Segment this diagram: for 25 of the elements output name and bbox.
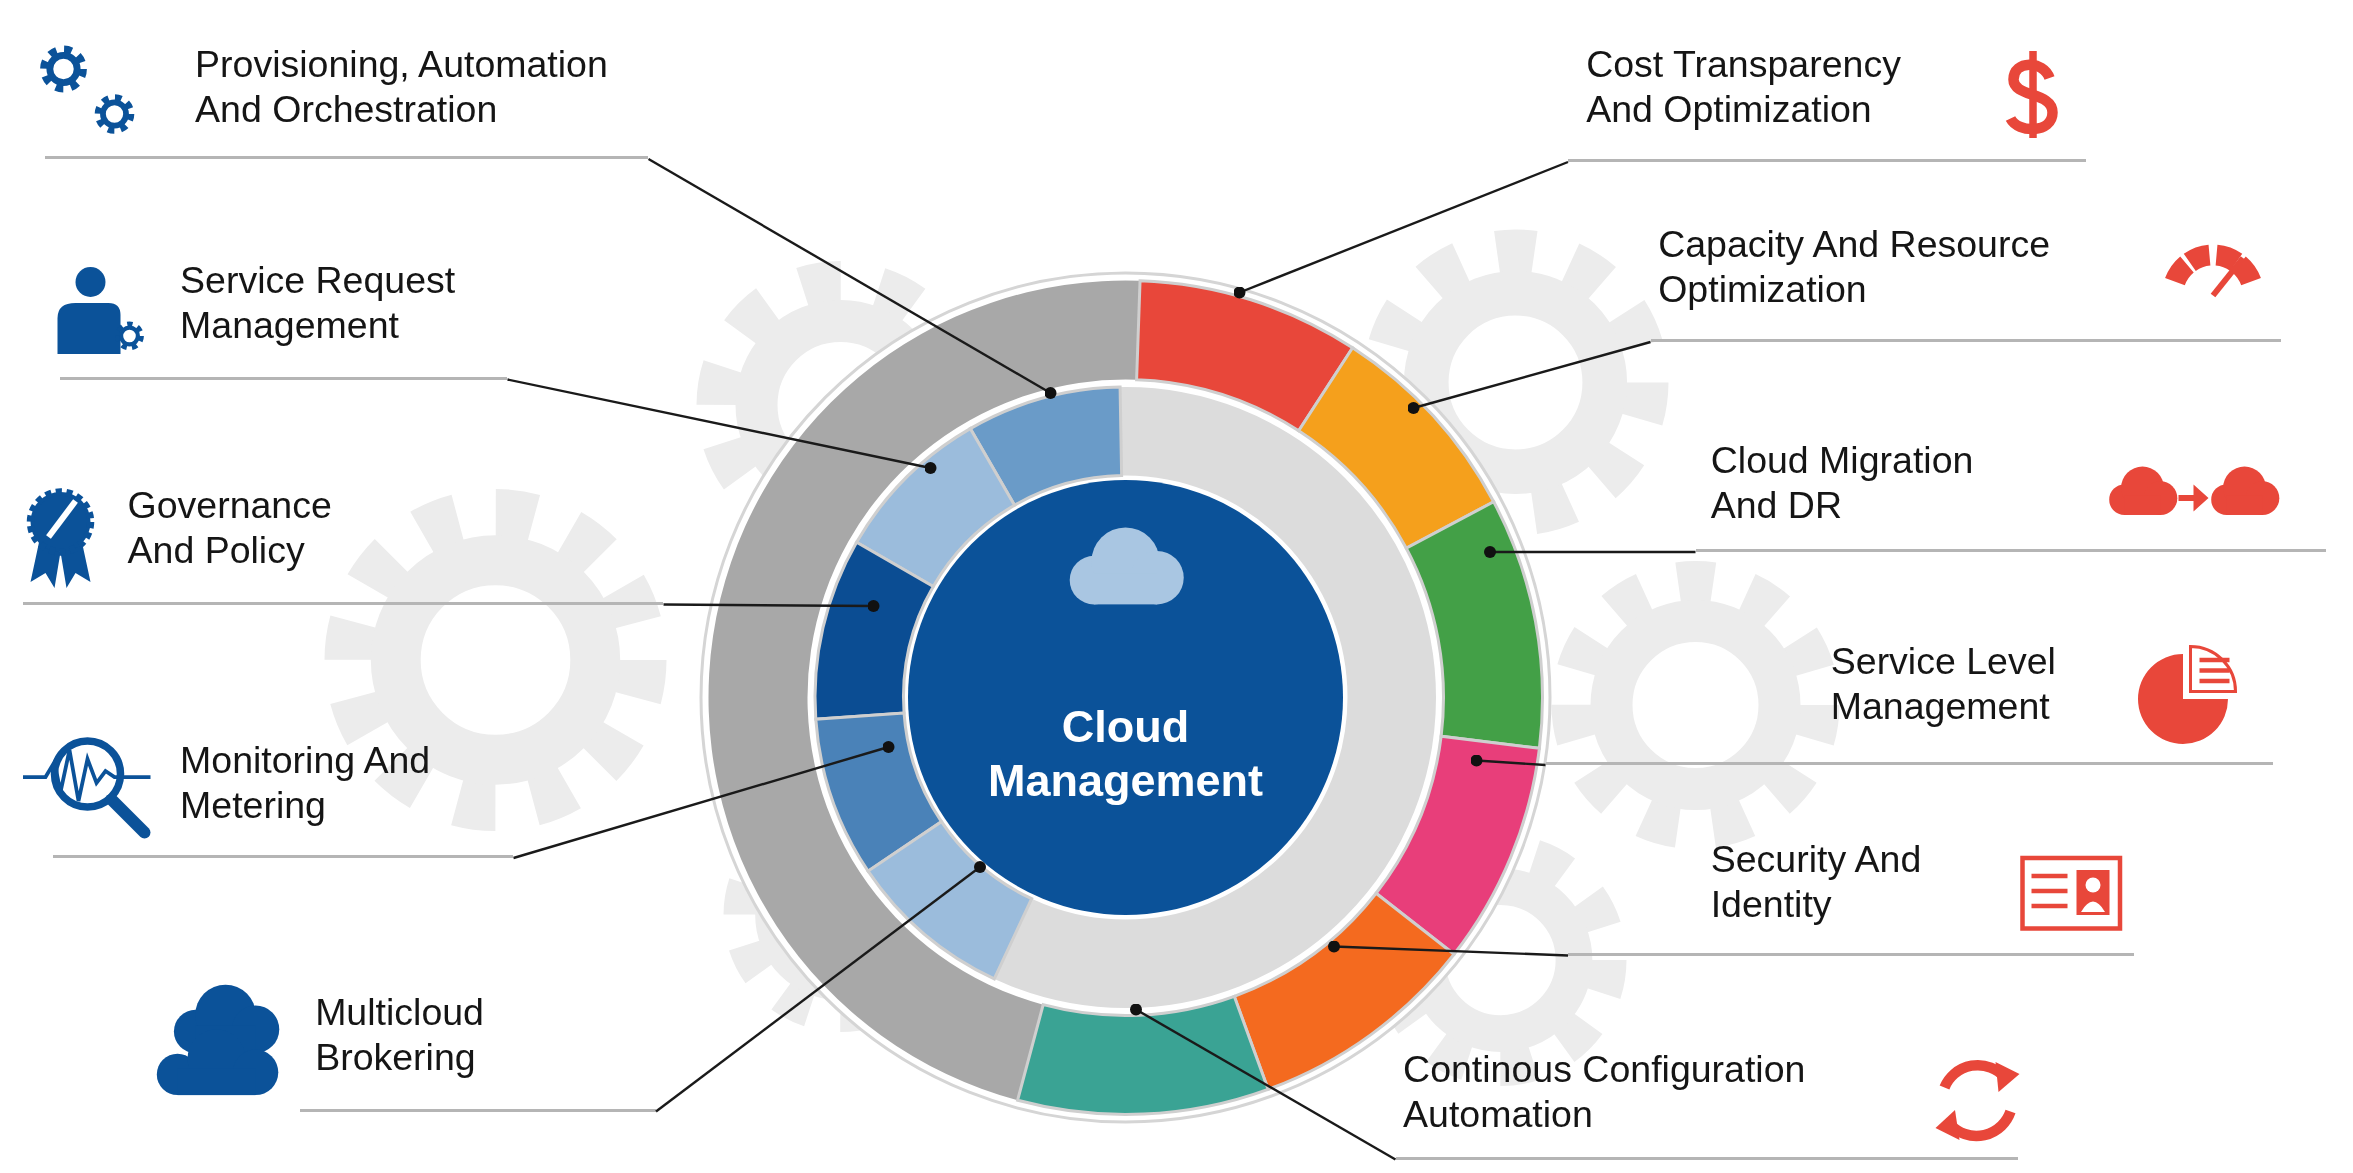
ring-segment [814,711,943,873]
leader-line [655,861,986,1113]
leader-line [507,378,937,474]
ring-segment [1297,346,1496,550]
leader-line [1328,940,1569,957]
ring-segment [1374,734,1541,956]
ring-segment [1016,994,1270,1116]
leader-line [513,741,895,860]
ring-segment [1135,279,1355,433]
leader-line [1470,754,1546,767]
ring-segment [813,540,935,721]
leader-line [1233,160,1569,299]
callout-label: Cost Transparency And Optimization [1568,42,2086,163]
callout-label: Multicloud Brokering [300,990,656,1112]
leader-line [1484,546,1696,558]
leader-line [663,600,880,612]
ring-segment [866,820,1034,981]
leader-line [1130,1003,1397,1161]
ring-segment [855,427,1016,588]
callout-label: Provisioning, Automation And Orchestration [45,42,649,160]
ring-segment [968,385,1124,507]
callout-label: Monitoring And Metering [52,738,514,859]
leader-line [647,157,1057,399]
leader-line [1407,340,1651,414]
ring-segment [1404,500,1544,750]
